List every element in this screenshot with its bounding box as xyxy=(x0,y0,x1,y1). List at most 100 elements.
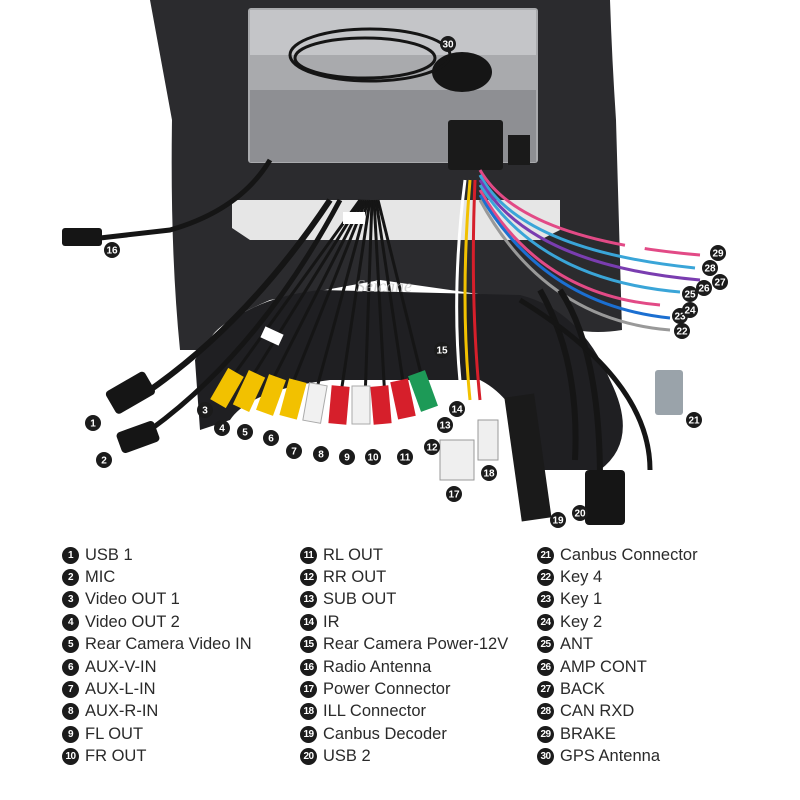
number-badge: 20 xyxy=(300,748,317,766)
legend-label: AUX-V-IN xyxy=(85,657,157,676)
number-badge: 2 xyxy=(62,569,79,587)
number-badge: 1 xyxy=(62,546,79,564)
number-badge: 19 xyxy=(300,725,317,743)
callout-8: 8 xyxy=(313,446,329,462)
legend-label: Rear Camera Power-12V xyxy=(323,635,509,654)
canbus-connector xyxy=(655,370,683,415)
callout-25: 25 xyxy=(682,286,698,302)
callout-5: 5 xyxy=(237,424,253,440)
callout-7: 7 xyxy=(286,443,302,459)
number-badge: 9 xyxy=(62,725,79,743)
callout-29: 29 xyxy=(710,245,726,261)
legend-label: Power Connector xyxy=(323,680,451,699)
number-badge: 25 xyxy=(537,636,554,654)
number-badge: 30 xyxy=(537,748,554,766)
legend-label: BACK xyxy=(560,680,605,699)
callout-number: 9 xyxy=(344,453,350,464)
callout-number: 7 xyxy=(291,447,297,458)
legend-item: 20 USB 2 xyxy=(300,746,508,768)
callout-number: 10 xyxy=(367,453,379,464)
callout-18: 18 xyxy=(481,465,497,481)
legend-label: SUB OUT xyxy=(323,590,397,609)
main-connector xyxy=(448,120,503,170)
callout-15: 15 xyxy=(434,342,450,358)
legend-label: GPS Antenna xyxy=(560,747,660,766)
canbus-decoder-box xyxy=(504,393,552,522)
legend-item: 23 Key 1 xyxy=(537,589,698,611)
legend-label: ILL Connector xyxy=(323,702,427,721)
number-badge: 29 xyxy=(537,725,554,743)
callout-number: 18 xyxy=(483,469,495,480)
callout-number: 13 xyxy=(439,421,451,432)
legend-label: IR xyxy=(323,612,340,631)
number-badge: 18 xyxy=(300,703,317,721)
colored-wire-bundle xyxy=(455,169,701,401)
rca-plugs xyxy=(210,199,438,425)
callout-number: 19 xyxy=(552,516,564,527)
vent-cutout xyxy=(232,200,560,240)
wire-tag xyxy=(260,326,284,346)
callout-number: 6 xyxy=(268,434,274,445)
lower-bezel xyxy=(195,290,623,470)
number-badge: 16 xyxy=(300,658,317,676)
legend-item: 25 ANT xyxy=(537,634,698,656)
legend-item: 1 USB 1 xyxy=(62,544,252,566)
wire-tag xyxy=(624,238,646,254)
number-badge: 28 xyxy=(537,703,554,721)
gps-cable-coil xyxy=(288,27,452,83)
callout-number: 25 xyxy=(684,290,696,301)
callout-number: 8 xyxy=(318,450,324,461)
number-badge: 3 xyxy=(62,591,79,609)
side-connector xyxy=(508,135,530,165)
radio-antenna-cable xyxy=(99,158,273,241)
watermark: Seicane xyxy=(356,276,412,296)
number-badge: 17 xyxy=(300,681,317,699)
callout-number: 2 xyxy=(101,456,107,467)
callout-16: 16 xyxy=(104,242,120,258)
callout-number: 29 xyxy=(712,249,724,260)
legend-label: USB 2 xyxy=(323,747,371,766)
legend-label: Key 2 xyxy=(560,612,603,631)
chassis-top xyxy=(250,10,536,55)
callout-6: 6 xyxy=(263,430,279,446)
legend-label: Key 1 xyxy=(560,590,603,609)
number-badge: 23 xyxy=(537,591,554,609)
ill-connector xyxy=(477,419,499,461)
legend-item: 17 Power Connector xyxy=(300,678,508,700)
callout-17: 17 xyxy=(446,486,462,502)
callout-20: 20 xyxy=(572,505,588,521)
legend-label: Radio Antenna xyxy=(323,657,432,676)
usb1-cable xyxy=(148,198,333,393)
legend-label: USB 1 xyxy=(85,545,133,564)
callout-number: 3 xyxy=(202,406,208,417)
legend-label: RR OUT xyxy=(323,568,387,587)
number-badge: 8 xyxy=(62,703,79,721)
usb2-cable xyxy=(557,288,603,481)
mic-plug xyxy=(116,420,160,454)
legend-item: 18 ILL Connector xyxy=(300,701,508,723)
callout-number: 27 xyxy=(714,278,726,289)
legend-item: 16 Radio Antenna xyxy=(300,656,508,678)
callout-26: 26 xyxy=(696,280,712,296)
callout-number: 4 xyxy=(219,424,225,435)
legend-label: ANT xyxy=(560,635,593,654)
legend-label: FL OUT xyxy=(85,724,144,743)
callout-19: 19 xyxy=(550,512,566,528)
number-badge: 12 xyxy=(300,569,317,587)
number-badge: 26 xyxy=(537,658,554,676)
number-badge: 4 xyxy=(62,613,79,631)
callout-4: 4 xyxy=(214,420,230,436)
callout-10: 10 xyxy=(365,449,381,465)
legend-item: 9 FL OUT xyxy=(62,723,252,745)
